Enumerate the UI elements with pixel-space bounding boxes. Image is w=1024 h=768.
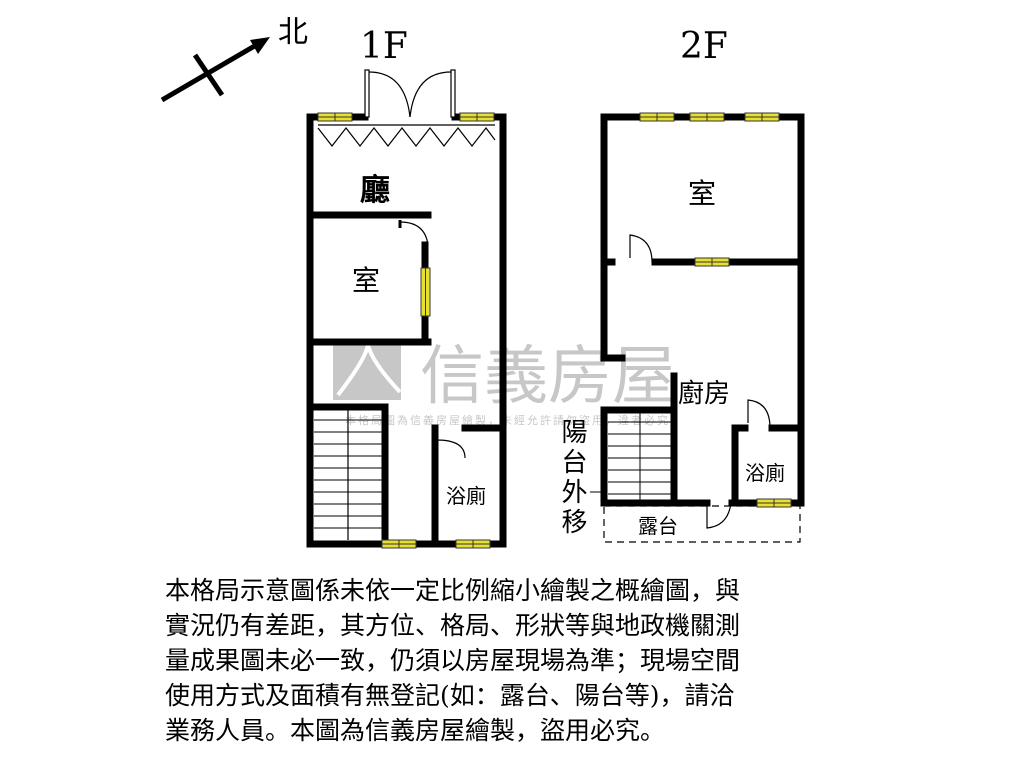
disclaimer: 本格局示意圖係未依一定比例縮小繪製之概繪圖，與 實況仍有差距，其方位、格局、形狀… [165, 573, 865, 748]
room-label: 廚房 [678, 379, 730, 409]
room-label: 廳 [360, 173, 390, 208]
floor-1f-stairs [314, 419, 382, 529]
floor-2f-details [590, 234, 801, 543]
watermark-brand: 信義房屋 [420, 340, 676, 414]
north-label: 北 [278, 15, 308, 50]
balcony-note: 陽台外移 [557, 418, 587, 538]
floor-1f-title: 1F [360, 26, 408, 67]
north-compass: 北 [160, 15, 308, 103]
floor-2f-plan [600, 113, 805, 507]
room-label: 浴廁 [745, 461, 785, 485]
watermark: 信義房屋 本格局圖為信義房屋繪製，未經允許請勿盜用，違者必究 [333, 340, 676, 427]
floor-2f-stairs [608, 421, 671, 495]
floor-1f-details [317, 69, 496, 540]
disclaimer-line: 實況仍有差距，其方位、格局、形狀等與地政機關測 [165, 611, 741, 640]
room-label: 露台 [638, 514, 678, 538]
floor-2f-title: 2F [680, 26, 728, 67]
disclaimer-line: 量成果圖未必一致，仍須以房屋現場為準；現場空間 [165, 646, 741, 675]
room-label: 室 [352, 264, 380, 297]
floor-2f-windows [639, 112, 792, 508]
floor-1f-windows [317, 112, 495, 549]
disclaimer-line: 使用方式及面積有無登記(如：露台、陽台等)，請洽 [165, 681, 735, 710]
watermark-logo [333, 345, 401, 400]
terrace-outline [603, 505, 801, 543]
watermark-text: 本格局圖為信義房屋繪製，未經允許請勿盜用，違者必究 [345, 413, 670, 427]
disclaimer-line: 業務人員。本圖為信義房屋繪製，盜用必究。 [165, 716, 666, 745]
room-label: 室 [688, 177, 716, 210]
room-label: 浴廁 [446, 484, 486, 508]
disclaimer-line: 本格局示意圖係未依一定比例縮小繪製之概繪圖，與 [165, 576, 741, 605]
arrow-icon [250, 37, 270, 54]
